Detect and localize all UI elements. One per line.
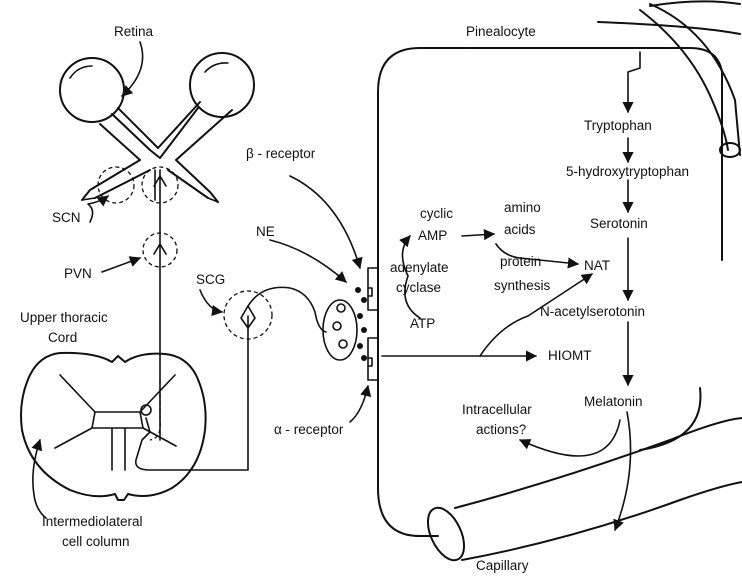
left-eye [60, 58, 124, 122]
label-amino: amino [504, 200, 541, 215]
cord-outline [21, 353, 206, 500]
capillaries [421, 1, 742, 565]
alpha-receptor [368, 338, 378, 380]
label-cyclase: cyclase [396, 280, 441, 295]
label-intracellular: Intracellular [462, 402, 532, 417]
label-serotonin: Serotonin [590, 216, 648, 231]
label-tryptophan: Tryptophan [584, 118, 652, 133]
label-melatonin: Melatonin [584, 394, 643, 409]
synapse-terminal [270, 176, 378, 422]
label-cord: Cord [48, 330, 77, 345]
label-n-acetylserotonin: N-acetylserotonin [540, 304, 645, 319]
grey-matter [55, 375, 176, 470]
hypothalamic-nuclei [88, 167, 178, 440]
label-hiomt: HIOMT [548, 348, 592, 363]
spinal-cord [21, 316, 248, 518]
label-alpha-receptor: α - receptor [274, 422, 344, 437]
label-hydroxytryptophan: 5-hydroxytryptophan [566, 164, 689, 179]
scn-circle-left [98, 167, 134, 203]
label-protein: protein [500, 254, 541, 269]
scg-ganglion [200, 287, 326, 339]
capillary-end [421, 502, 472, 565]
label-acids: acids [504, 222, 536, 237]
label-retina: Retina [114, 24, 154, 39]
label-pvn: PVN [64, 266, 92, 281]
label-capillary: Capillary [476, 558, 529, 573]
label-nat: NAT [584, 258, 610, 273]
label-adenylate: adenylate [390, 260, 449, 275]
label-cyclic: cyclic [420, 206, 453, 221]
label-intermediolateral: Intermediolateral [42, 514, 143, 529]
label-synthesis: synthesis [494, 278, 551, 293]
retina-optic-pathway [60, 42, 254, 202]
label-scn: SCN [52, 210, 81, 225]
nerve-terminal [323, 300, 357, 360]
beta-receptor [368, 268, 378, 310]
label-amp: AMP [418, 228, 447, 243]
label-pinealocyte: Pinealocyte [466, 24, 536, 39]
label-actions: actions? [476, 422, 526, 437]
label-ne: NE [256, 224, 275, 239]
label-upper-thoracic: Upper thoracic [20, 310, 108, 325]
label-scg: SCG [196, 272, 225, 287]
label-atp: ATP [410, 316, 435, 331]
label-cell-column: cell column [62, 534, 130, 549]
label-beta-receptor: β - receptor [246, 146, 316, 161]
